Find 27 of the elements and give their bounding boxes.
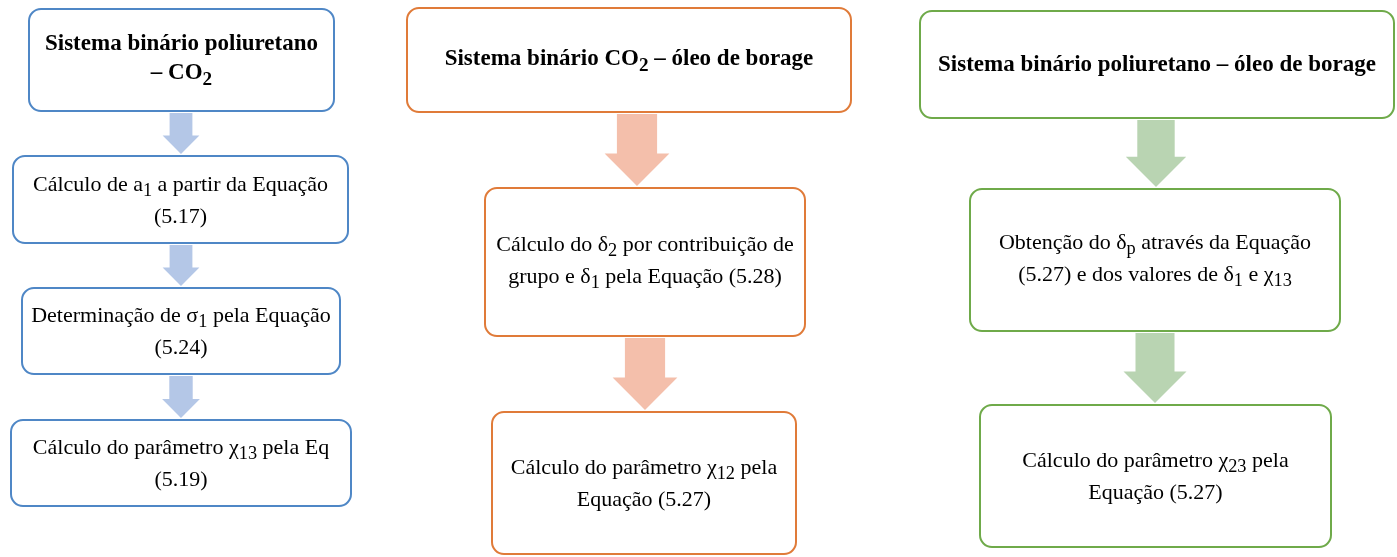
block-arrow (1125, 120, 1187, 187)
block-arrow (612, 338, 678, 410)
header-text: Sistema binário CO$_{2}$ – óleo de borage (444, 43, 814, 77)
step-text: Cálculo do δ$_{2}$ por contribuição de grupo e δ$_{1}$ pela Equação (5.28) (495, 229, 795, 295)
step-text: Cálculo do parâmetro χ$_{13}$ pela Eq (5.19) (31, 433, 331, 493)
process-box (969, 188, 1341, 332)
header-box (28, 8, 335, 112)
process-box (12, 155, 349, 244)
block-arrow (1123, 333, 1187, 403)
block-arrow (162, 113, 200, 154)
process-box (10, 419, 352, 507)
step-text: Cálculo do parâmetro χ$_{12}$ pela Equação (5.27) (509, 453, 779, 513)
process-box (491, 411, 797, 555)
header-text: Sistema binário poliuretano – óleo de borage (938, 50, 1376, 79)
step-text: Cálculo do parâmetro χ$_{23}$ pela Equação (5.27) (1021, 446, 1290, 506)
step-text: Cálculo de a$_{1}$ a partir da Equação (5.17) (31, 169, 329, 230)
header-box (919, 10, 1395, 119)
header-text: Sistema binário poliuretano – CO$_{2}$ (43, 29, 319, 91)
process-box (21, 287, 341, 375)
block-arrow (162, 245, 200, 286)
header-box (406, 7, 852, 113)
step-text: Determinação de σ$_{1}$ pela Equação (5.24) (31, 301, 331, 361)
block-arrow (604, 114, 670, 186)
step-text: Obtenção do δ$_{p}$ através da Equação (5.27) e dos valores de δ$_{1}$ e χ$_{13}$ (997, 227, 1313, 293)
process-box (484, 187, 806, 337)
process-box (979, 404, 1332, 548)
block-arrow (162, 376, 200, 418)
